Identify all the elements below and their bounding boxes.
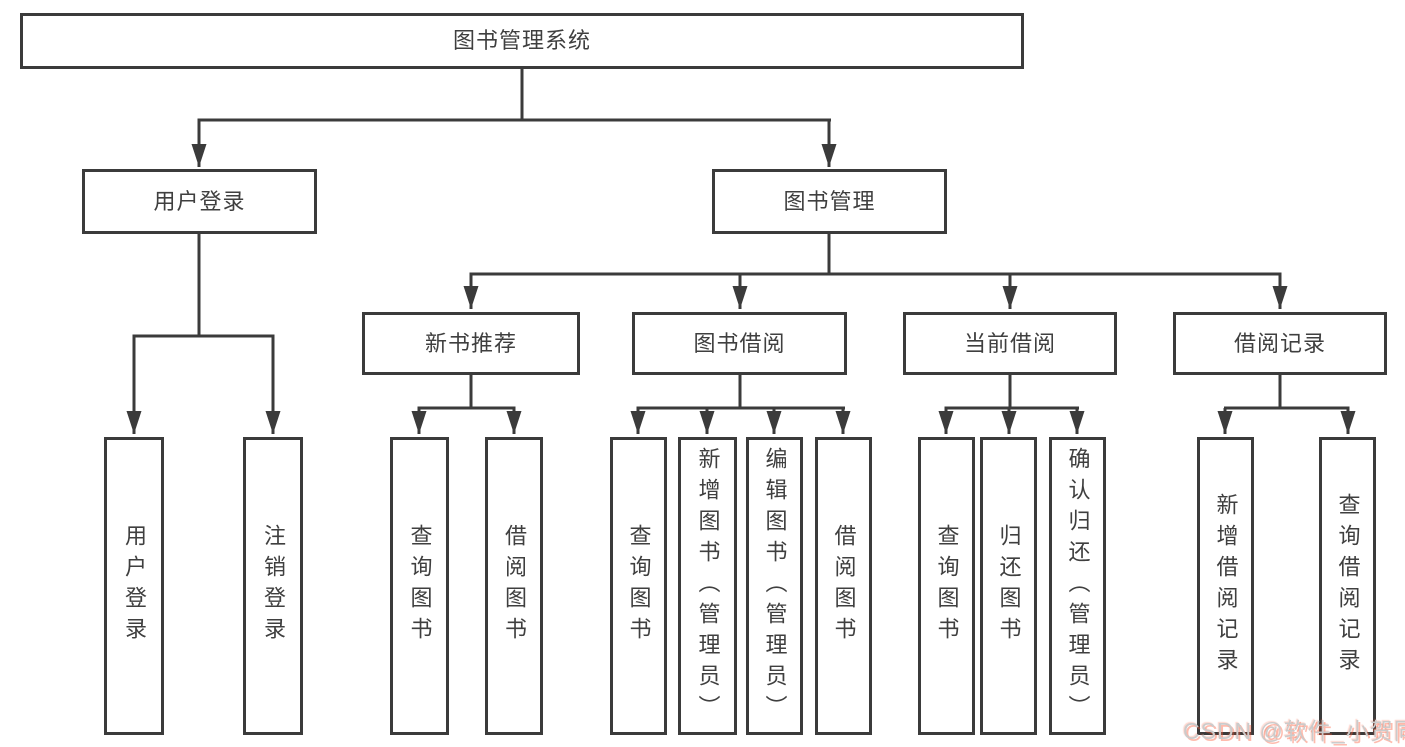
leaf-logout-label: 注销登录 — [261, 524, 286, 648]
node-user-login: 用户登录 — [82, 169, 317, 234]
leaf-query-borrow-record: 查询借阅记录 — [1319, 437, 1376, 735]
leaf-recommend-borrow-books: 借阅图书 — [485, 437, 543, 735]
leaf-logout: 注销登录 — [243, 437, 303, 735]
leaf-add-borrow-record-label: 新增借阅记录 — [1213, 493, 1239, 679]
node-book-borrowing-label: 图书借阅 — [693, 330, 786, 356]
leaf-borrowing-query-books: 查询图书 — [610, 437, 667, 735]
node-root: 图书管理系统 — [20, 13, 1024, 69]
node-book-borrowing: 图书借阅 — [632, 312, 847, 375]
node-book-management: 图书管理 — [712, 169, 947, 234]
node-current-borrowing: 当前借阅 — [903, 312, 1117, 375]
leaf-query-borrow-record-label: 查询借阅记录 — [1335, 493, 1361, 679]
leaf-add-books-admin-label: 新增图书（管理员） — [695, 446, 721, 726]
leaf-borrow-books-label: 借阅图书 — [831, 524, 857, 648]
leaf-recommend-query-books-label: 查询图书 — [407, 524, 433, 648]
node-book-management-label: 图书管理 — [783, 188, 876, 214]
node-current-borrowing-label: 当前借阅 — [963, 330, 1056, 356]
leaf-user-login: 用户登录 — [104, 437, 164, 735]
leaf-edit-books-admin-label: 编辑图书（管理员） — [762, 446, 788, 726]
node-user-login-label: 用户登录 — [153, 188, 246, 214]
leaf-borrow-books: 借阅图书 — [815, 437, 872, 735]
leaf-add-borrow-record: 新增借阅记录 — [1197, 437, 1254, 735]
leaf-return-books-label: 归还图书 — [996, 524, 1022, 648]
leaf-borrowing-query-books-label: 查询图书 — [626, 524, 652, 648]
node-borrowing-records-label: 借阅记录 — [1233, 330, 1326, 356]
leaf-recommend-query-books: 查询图书 — [390, 437, 449, 735]
node-borrowing-records: 借阅记录 — [1173, 312, 1387, 375]
leaf-return-books: 归还图书 — [980, 437, 1037, 735]
node-root-label: 图书管理系统 — [452, 28, 591, 53]
leaf-edit-books-admin: 编辑图书（管理员） — [746, 437, 803, 735]
leaf-user-login-label: 用户登录 — [122, 524, 147, 648]
leaf-confirm-return-admin: 确认归还（管理员） — [1049, 437, 1106, 735]
leaf-add-books-admin: 新增图书（管理员） — [678, 437, 737, 735]
watermark: CSDN @软件_小贺同学 — [1183, 718, 1405, 744]
leaf-current-query-books: 查询图书 — [918, 437, 975, 735]
leaf-recommend-borrow-books-label: 借阅图书 — [502, 524, 527, 648]
node-new-book-recommend-label: 新书推荐 — [424, 330, 517, 356]
node-new-book-recommend: 新书推荐 — [362, 312, 580, 375]
leaf-confirm-return-admin-label: 确认归还（管理员） — [1065, 446, 1091, 726]
leaf-current-query-books-label: 查询图书 — [934, 524, 960, 648]
